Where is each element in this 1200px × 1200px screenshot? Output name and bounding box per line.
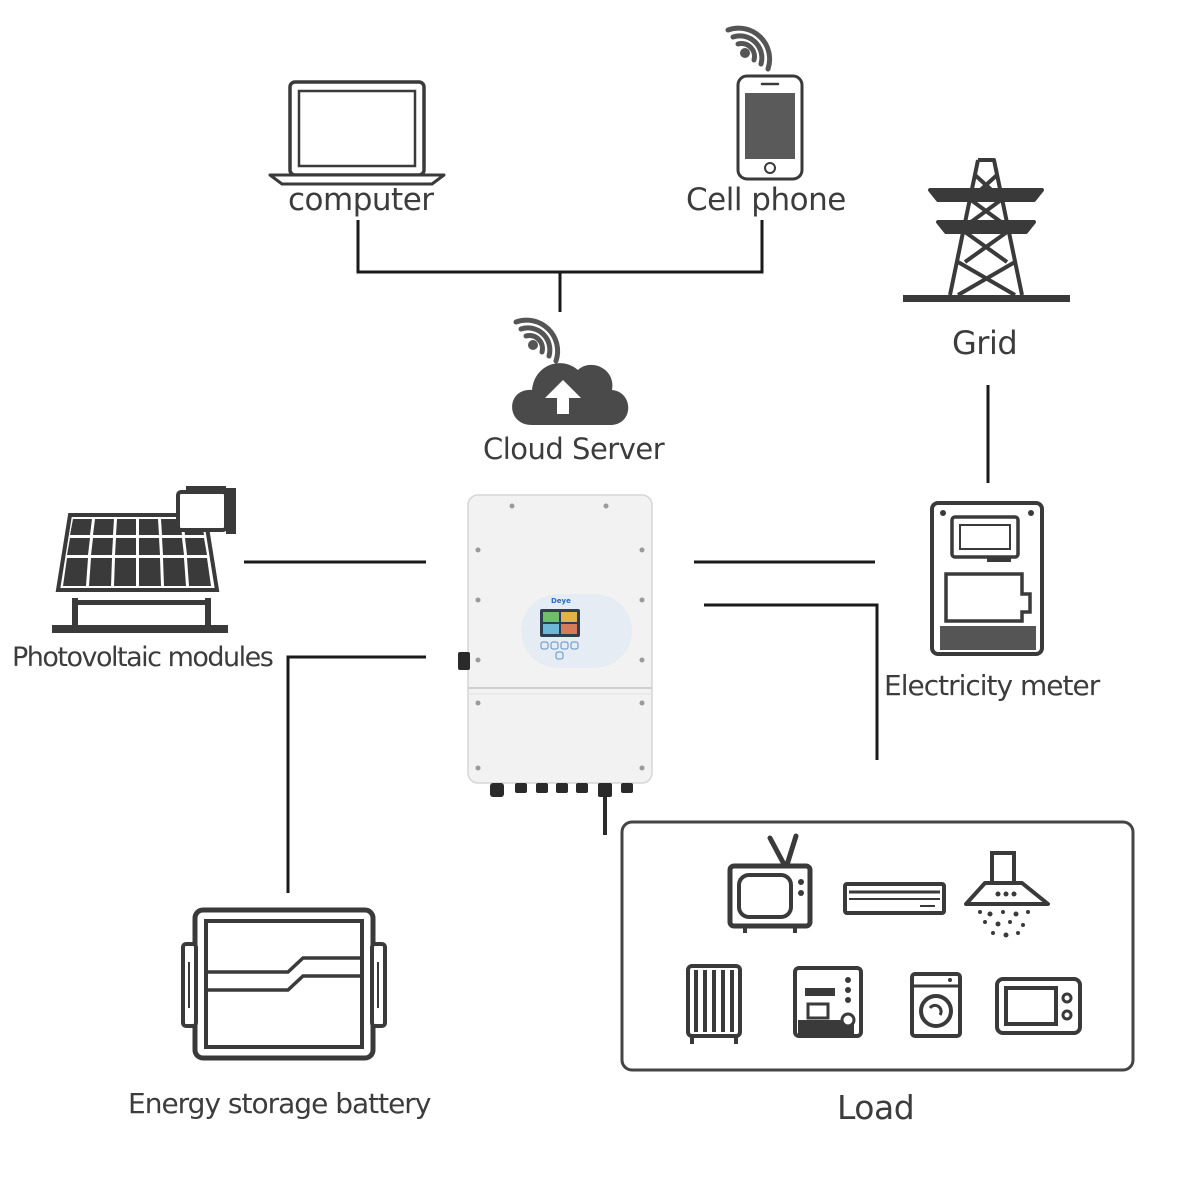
- label-load: Load: [837, 1088, 915, 1127]
- label-electricity-meter: Electricity meter: [884, 669, 1100, 702]
- microwave-icon: [995, 977, 1082, 1035]
- line-inverter-load: [704, 603, 879, 760]
- tv-icon: [727, 833, 813, 933]
- range-hood-icon: [964, 851, 1050, 938]
- label-pv-modules: Photovoltaic modules: [12, 642, 274, 673]
- line-computer-phone-cloud: [356, 220, 764, 312]
- wifi-icon: [725, 25, 773, 72]
- label-battery: Energy storage battery: [128, 1087, 431, 1120]
- label-computer: computer: [288, 182, 434, 218]
- inverter-brand: Deye: [551, 597, 571, 605]
- washing-machine-icon: [910, 972, 962, 1038]
- oil-heater-icon: [686, 964, 742, 1044]
- battery-icon: [181, 907, 387, 1061]
- cloud-upload-icon: [512, 363, 629, 425]
- line-battery-inverter: [286, 655, 426, 893]
- smartphone-icon: [736, 74, 804, 181]
- laptop-icon: [268, 80, 446, 186]
- connection-lines: [244, 220, 990, 893]
- load-container: [620, 820, 1135, 1072]
- label-grid: Grid: [952, 324, 1018, 362]
- air-conditioner-icon: [843, 882, 946, 915]
- label-cell-phone: Cell phone: [686, 182, 846, 218]
- coffee-machine-icon: [793, 966, 863, 1038]
- electricity-meter-icon: [930, 501, 1044, 656]
- hybrid-inverter: Deye: [458, 494, 653, 835]
- transmission-tower-icon: [903, 158, 1070, 302]
- wifi-icon: [513, 317, 561, 364]
- label-cloud-server: Cloud Server: [483, 432, 665, 466]
- solar-panel-icon: [52, 486, 236, 633]
